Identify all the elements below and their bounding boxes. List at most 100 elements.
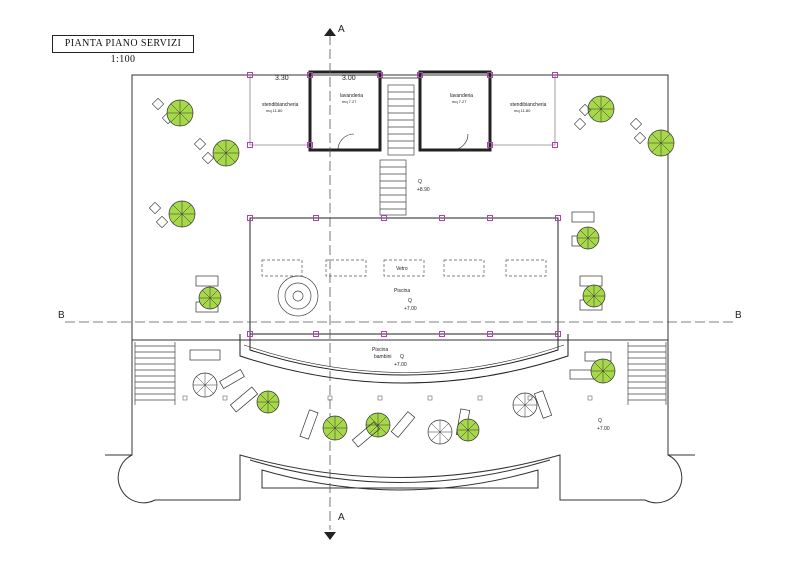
room-lavanderia-right-area: mq 7.27 [452, 99, 467, 104]
umbrella-green-icon [590, 358, 616, 384]
column-marker [552, 72, 558, 78]
service-block [249, 70, 556, 152]
column-marker [555, 215, 561, 221]
sun-lounger [299, 409, 319, 440]
column-marker [247, 331, 253, 337]
section-lines [65, 35, 735, 530]
umbrella-green-icon [212, 139, 240, 167]
dimension-left: 3.30 [275, 75, 289, 82]
umbrella-green-icon [576, 226, 600, 250]
drawing-title: PIANTA PIANO SERVIZI 1:100 [52, 35, 194, 65]
terrace-level-label: Q [418, 179, 422, 185]
pool-level-value: +7.00 [404, 306, 417, 312]
column-marker [377, 72, 383, 78]
umbrella-green-icon [166, 99, 194, 127]
column-marker [487, 331, 493, 337]
column-marker [247, 72, 253, 78]
pool-name: Piscina [394, 288, 410, 294]
umbrellas [148, 95, 675, 448]
sun-lounger [219, 369, 245, 389]
column-marker [552, 142, 558, 148]
column-marker [313, 331, 319, 337]
deck-column [587, 395, 593, 401]
room-stendibiancheria-right-area: mq 11.80 [514, 108, 531, 113]
column-marker [381, 215, 387, 221]
columns [182, 72, 593, 401]
section-mark-b-left: B [58, 310, 65, 321]
chair [633, 131, 647, 145]
chair [578, 103, 592, 117]
column-marker [417, 72, 423, 78]
kids-pool-level-value: +7.00 [394, 362, 407, 368]
chair [193, 137, 207, 151]
umbrella-green-icon [168, 200, 196, 228]
kids-pool-level-label: Q [400, 354, 404, 360]
sun-lounger [189, 349, 221, 361]
sun-lounger [195, 275, 219, 287]
sun-lounger [229, 386, 259, 413]
room-stendibiancheria-left-name: stendibiancheria [262, 102, 299, 108]
column-marker [313, 215, 319, 221]
deck-column [182, 395, 188, 401]
sun-lounger [579, 275, 603, 287]
column-marker [307, 72, 313, 78]
sculpture [277, 275, 319, 317]
column-marker [439, 331, 445, 337]
deck-column [222, 395, 228, 401]
umbrella-green-icon [365, 412, 391, 438]
deck-level-value: +7.00 [597, 426, 610, 432]
umbrella-outline-icon [512, 392, 538, 418]
umbrella-green-icon [322, 415, 348, 441]
room-stendibiancheria-left-area: mq 11.80 [266, 108, 283, 113]
chair [201, 151, 215, 165]
room-lavanderia-left-area: mq 7.27 [342, 99, 357, 104]
pool-level-label: Q [408, 298, 412, 304]
umbrella-green-icon [647, 129, 675, 157]
sun-lounger [390, 411, 416, 438]
deck-column [427, 395, 433, 401]
column-marker [381, 331, 387, 337]
umbrella-green-icon [456, 418, 480, 442]
kids-pool-name-2: bambini [374, 354, 392, 360]
umbrella-green-icon [587, 95, 615, 123]
room-lavanderia-right-name: lavanderia [450, 93, 473, 99]
terrace-level-value: +8.90 [417, 187, 430, 193]
skylights [261, 259, 547, 277]
column-marker [247, 215, 253, 221]
umbrella-green-icon [582, 284, 606, 308]
section-mark-b-right: B [735, 310, 742, 321]
umbrella-outline-icon [192, 372, 218, 398]
pool [239, 217, 569, 384]
column-marker [439, 215, 445, 221]
vetro-label: Vetro [396, 266, 408, 272]
deck-column [527, 395, 533, 401]
central-stair [379, 84, 415, 216]
room-stendibiancheria-right-name: stendibiancheria [510, 102, 547, 108]
section-mark-a-bottom: A [338, 512, 345, 523]
column-marker [307, 142, 313, 148]
umbrella-green-icon [198, 286, 222, 310]
umbrella-green-icon [256, 390, 280, 414]
chair [629, 117, 643, 131]
sun-lounger [571, 211, 595, 223]
sun-lounger [351, 421, 381, 448]
deck-level-label: Q [598, 418, 602, 424]
column-marker [487, 215, 493, 221]
kids-pool-name-1: Piscina [372, 347, 388, 353]
section-mark-a-top: A [338, 24, 345, 35]
stair-right [627, 342, 667, 405]
deck-column [377, 395, 383, 401]
chair [573, 117, 587, 131]
column-marker [555, 331, 561, 337]
chair [155, 215, 169, 229]
column-marker [247, 142, 253, 148]
stair-left [134, 342, 176, 405]
column-marker [487, 72, 493, 78]
dimension-right: 3.00 [342, 75, 356, 82]
sun-lounger [533, 390, 553, 419]
chair [148, 201, 162, 215]
room-lavanderia-left-name: lavanderia [340, 93, 363, 99]
column-marker [487, 142, 493, 148]
chair [151, 97, 165, 111]
